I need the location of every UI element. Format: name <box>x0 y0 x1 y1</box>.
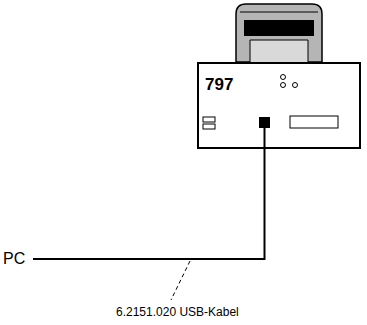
connector-slot <box>290 116 338 128</box>
cable-label: 6.2151.020 USB-Kabel <box>116 305 239 319</box>
head-band <box>244 20 314 36</box>
indicator <box>281 83 286 88</box>
head-edge <box>240 12 318 13</box>
device-housing: 797 <box>197 62 361 149</box>
pc-label: PC <box>3 250 25 268</box>
indicator <box>281 75 286 80</box>
head-front <box>250 40 308 62</box>
device-name: 797 <box>205 75 359 95</box>
leader-line <box>171 261 190 300</box>
indicator <box>293 83 298 88</box>
instrument-head <box>236 4 322 62</box>
usb-port <box>203 124 215 129</box>
usb-port <box>203 117 215 122</box>
usb-socket <box>259 117 270 128</box>
